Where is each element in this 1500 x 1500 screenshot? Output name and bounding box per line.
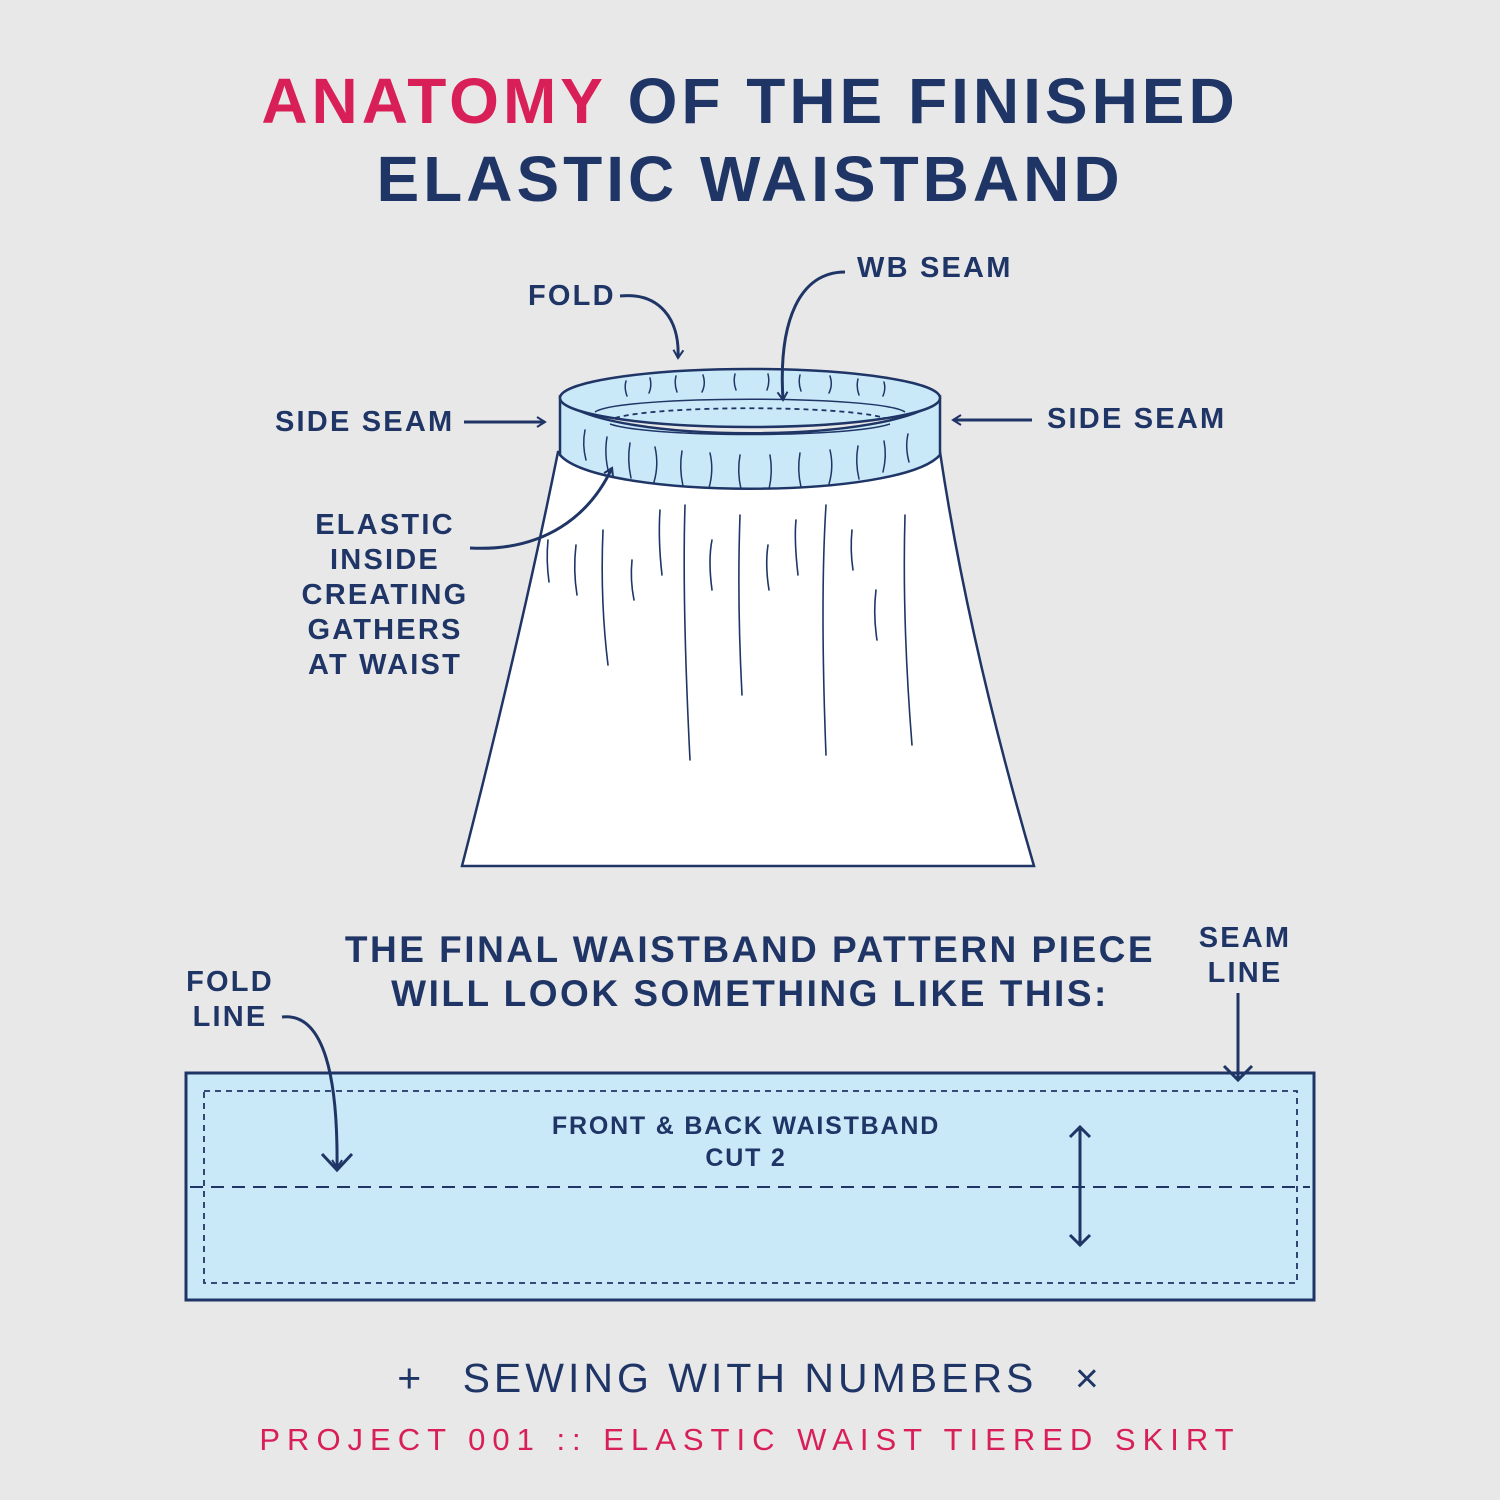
side-seam-left-label: SIDE SEAM [275,406,455,438]
side-seam-right-label: SIDE SEAM [1047,403,1227,435]
footer-brand-line: + SEWING WITH NUMBERS × [0,1352,1500,1404]
wb-seam-arrow [776,270,846,402]
title-accent-word: ANATOMY [261,65,606,137]
pattern-heading: THE FINAL WAISTBAND PATTERN PIECE WILL L… [344,929,1156,1014]
elastic-arrow [469,466,615,550]
wb-seam-label: WB SEAM [857,252,1013,284]
project-name: PROJECT 001 :: ELASTIC WAIST TIERED SKIR… [259,1422,1241,1457]
waistband-band [558,394,942,490]
brand-name: SEWING WITH NUMBERS [462,1355,1038,1401]
waistband-rim-gathers [624,373,886,397]
skirt-body [460,450,1036,868]
fold-line-label: FOLD LINE [186,966,274,1033]
seam-line-label: SEAM LINE [1198,922,1292,989]
times-icon: × [1074,1355,1103,1401]
pattern-piece-label: FRONT & BACK WAISTBAND CUT 2 [551,1112,941,1172]
fold-line-arrow [281,1015,343,1170]
elastic-inside-label: ELASTIC INSIDE CREATING GATHERS AT WAIST [301,509,469,681]
plus-icon: + [397,1355,426,1401]
page-title: ANATOMY OF THE FINISHED ELASTIC WAISTBAN… [0,62,1500,218]
skirt-gather-lines [546,504,913,761]
title-line2: ELASTIC WAISTBAND [376,143,1124,215]
wb-seam-dashed-line [614,407,886,419]
pattern-seam-allowance [203,1090,1298,1284]
fold-arrow [619,294,685,360]
waistband-front-gathers [582,429,910,490]
fold-label: FOLD [528,280,616,312]
title-rest-line1: OF THE FINISHED [627,65,1239,137]
